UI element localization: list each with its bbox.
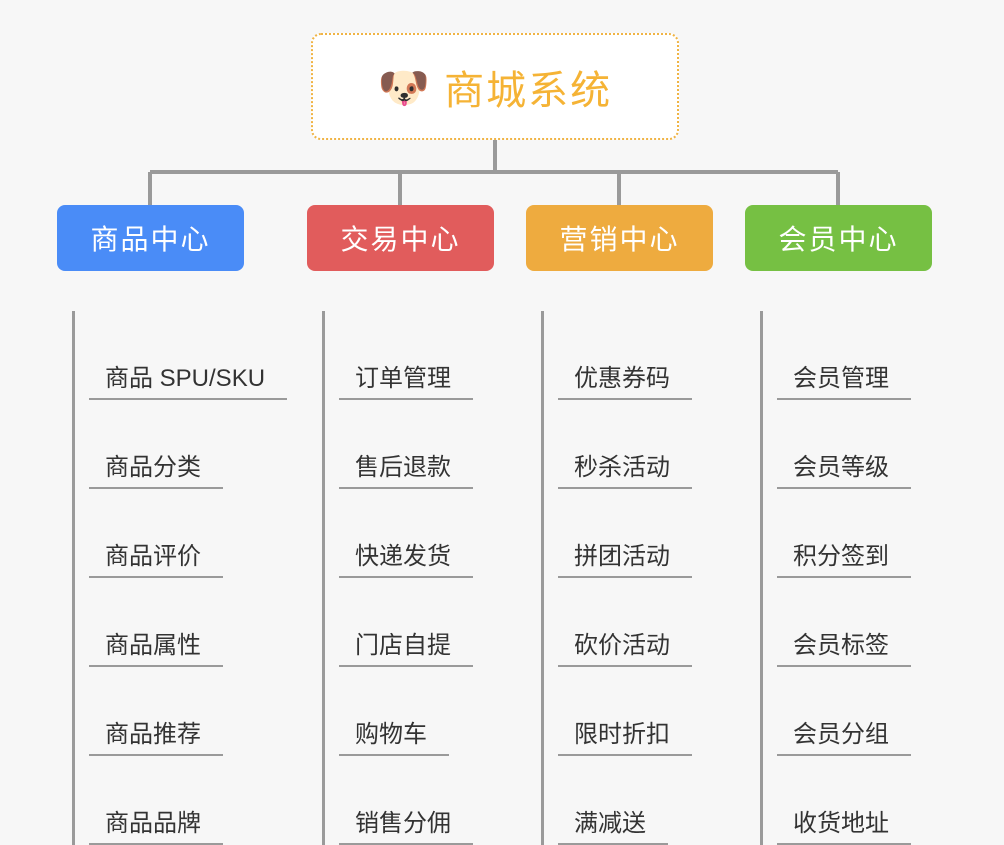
list-item[interactable]: 商品评价 <box>75 489 244 578</box>
category-label: 营销中心 <box>559 224 680 255</box>
leaf-label: 会员等级 <box>777 447 911 489</box>
leaf-label: 优惠券码 <box>558 358 692 400</box>
leaf-label: 购物车 <box>339 714 449 756</box>
category-box-trade-center[interactable]: 交易中心 <box>307 205 494 271</box>
leaf-label: 快递发货 <box>339 536 473 578</box>
list-item[interactable]: 商品分类 <box>75 400 244 489</box>
leaf-list-member-center: 会员管理 会员等级 积分签到 会员标签 会员分组 收货地址 <box>760 311 932 845</box>
leaf-label: 销售分佣 <box>339 803 473 845</box>
branch-member-center: 会员中心 会员管理 会员等级 积分签到 会员标签 会员分组 收货地址 <box>745 205 932 845</box>
list-item[interactable]: 购物车 <box>325 667 494 756</box>
branch-marketing-center: 营销中心 优惠券码 秒杀活动 拼团活动 砍价活动 限时折扣 满减送 <box>526 205 713 845</box>
list-item[interactable]: 秒杀活动 <box>544 400 713 489</box>
leaf-label: 收货地址 <box>777 803 911 845</box>
root-node[interactable]: 🐶 商城系统 <box>311 33 679 140</box>
branch-trade-center: 交易中心 订单管理 售后退款 快递发货 门店自提 购物车 销售分佣 <box>307 205 494 845</box>
leaf-label: 满减送 <box>558 803 668 845</box>
list-item[interactable]: 商品 SPU/SKU <box>75 311 288 400</box>
leaf-label: 商品品牌 <box>89 803 223 845</box>
list-item[interactable]: 会员等级 <box>763 400 932 489</box>
leaf-label: 售后退款 <box>339 447 473 489</box>
leaf-label: 商品推荐 <box>89 714 223 756</box>
list-item[interactable]: 售后退款 <box>325 400 494 489</box>
list-item[interactable]: 满减送 <box>544 756 713 845</box>
leaf-list-marketing-center: 优惠券码 秒杀活动 拼团活动 砍价活动 限时折扣 满减送 <box>541 311 713 845</box>
leaf-label: 会员标签 <box>777 625 911 667</box>
leaf-label: 限时折扣 <box>558 714 692 756</box>
list-item[interactable]: 订单管理 <box>325 311 494 400</box>
list-item[interactable]: 门店自提 <box>325 578 494 667</box>
list-item[interactable]: 会员管理 <box>763 311 932 400</box>
root-title: 商城系统 <box>444 68 613 113</box>
leaf-list-product-center: 商品 SPU/SKU 商品分类 商品评价 商品属性 商品推荐 商品品牌 <box>72 311 288 845</box>
leaf-label: 秒杀活动 <box>558 447 692 489</box>
category-box-member-center[interactable]: 会员中心 <box>745 205 932 271</box>
leaf-label: 商品分类 <box>89 447 223 489</box>
leaf-label: 砍价活动 <box>558 625 692 667</box>
list-item[interactable]: 砍价活动 <box>544 578 713 667</box>
leaf-label: 会员管理 <box>777 358 911 400</box>
leaf-list-trade-center: 订单管理 售后退款 快递发货 门店自提 购物车 销售分佣 <box>322 311 494 845</box>
leaf-label: 商品 SPU/SKU <box>89 358 288 400</box>
branch-product-center: 商品中心 商品 SPU/SKU 商品分类 商品评价 商品属性 商品推荐 商品品牌 <box>57 205 288 845</box>
list-item[interactable]: 积分签到 <box>763 489 932 578</box>
list-item[interactable]: 会员标签 <box>763 578 932 667</box>
list-item[interactable]: 优惠券码 <box>544 311 713 400</box>
list-item[interactable]: 商品品牌 <box>75 756 244 845</box>
leaf-label: 积分签到 <box>777 536 911 578</box>
category-label: 交易中心 <box>340 224 461 255</box>
leaf-label: 订单管理 <box>339 358 473 400</box>
dog-face-icon: 🐶 <box>377 63 431 111</box>
list-item[interactable]: 收货地址 <box>763 756 932 845</box>
category-label: 商品中心 <box>90 224 211 255</box>
leaf-label: 拼团活动 <box>558 536 692 578</box>
leaf-label: 商品评价 <box>89 536 223 578</box>
leaf-label: 门店自提 <box>339 625 473 667</box>
list-item[interactable]: 限时折扣 <box>544 667 713 756</box>
leaf-label: 会员分组 <box>777 714 911 756</box>
category-label: 会员中心 <box>778 224 899 255</box>
list-item[interactable]: 销售分佣 <box>325 756 494 845</box>
category-box-marketing-center[interactable]: 营销中心 <box>526 205 713 271</box>
list-item[interactable]: 快递发货 <box>325 489 494 578</box>
list-item[interactable]: 会员分组 <box>763 667 932 756</box>
category-box-product-center[interactable]: 商品中心 <box>57 205 244 271</box>
list-item[interactable]: 商品属性 <box>75 578 244 667</box>
list-item[interactable]: 拼团活动 <box>544 489 713 578</box>
leaf-label: 商品属性 <box>89 625 223 667</box>
list-item[interactable]: 商品推荐 <box>75 667 244 756</box>
